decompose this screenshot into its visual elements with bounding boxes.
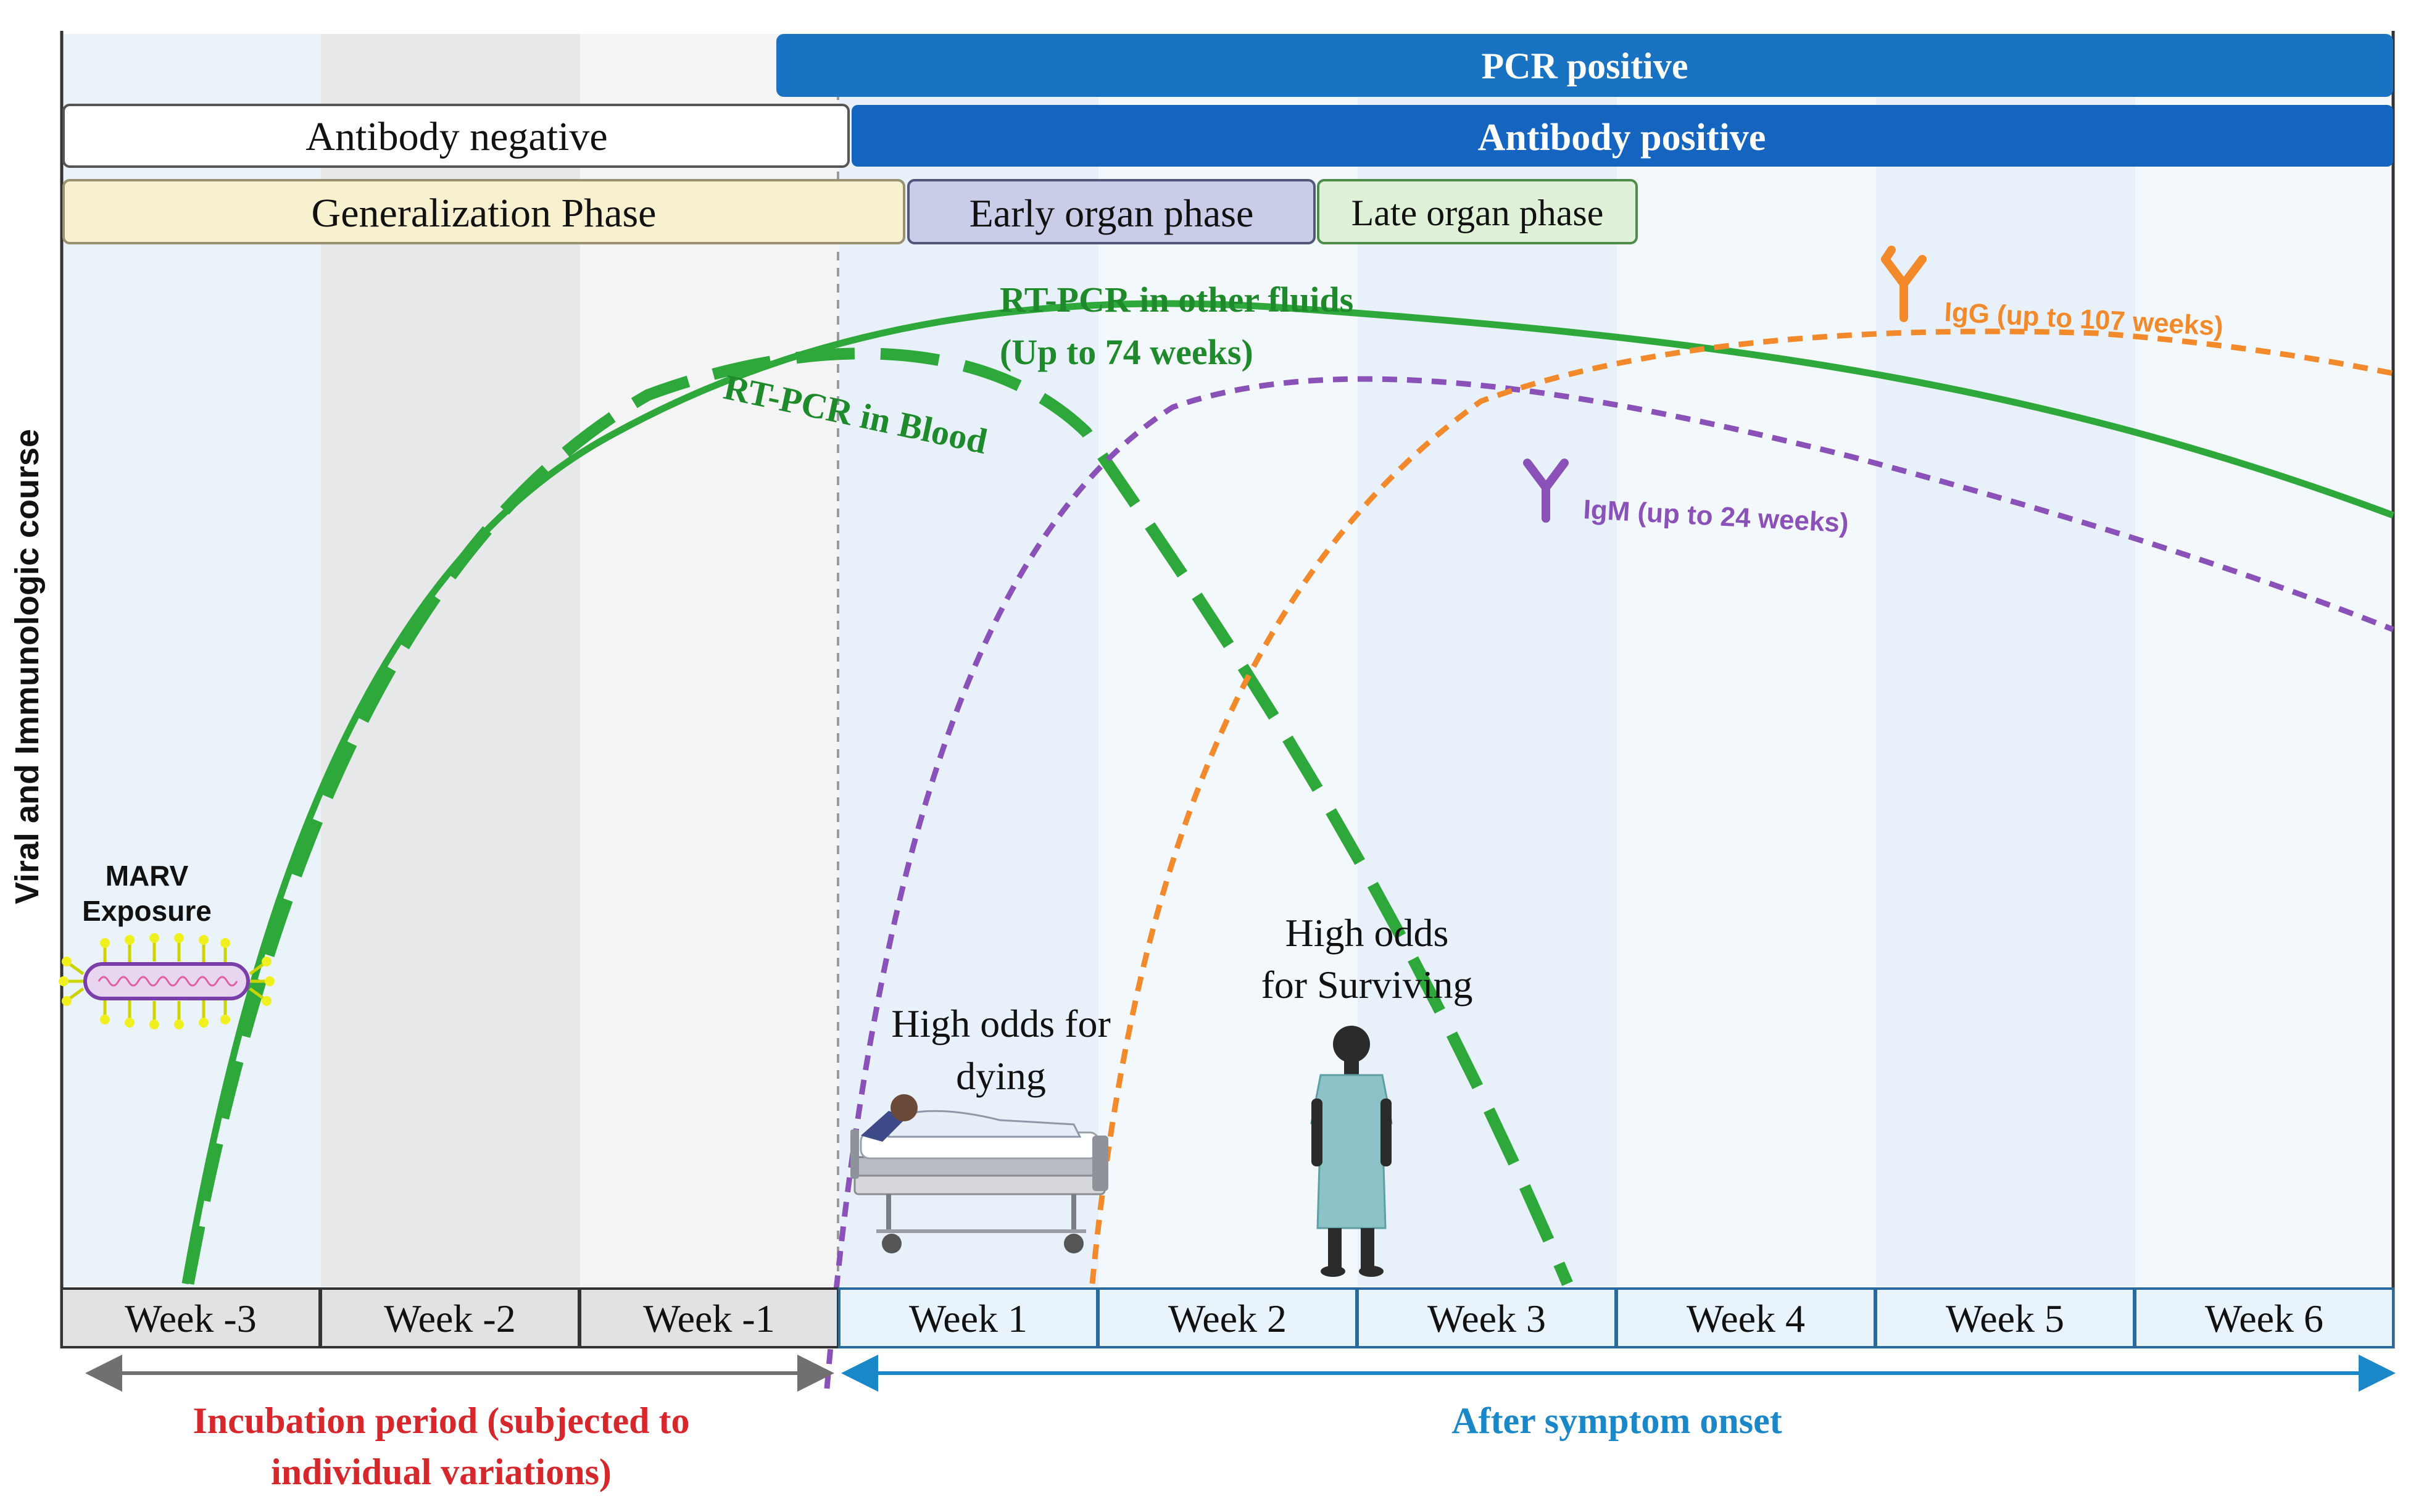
igg-antibody-icon bbox=[1881, 246, 1927, 322]
pcr-positive-bar bbox=[776, 34, 2393, 97]
standing-patient-icon bbox=[1310, 1026, 1393, 1277]
surviving-label-1: High odds bbox=[1285, 911, 1449, 955]
antibody-negative-label: Antibody negative bbox=[305, 114, 607, 159]
pcr-positive-label: PCR positive bbox=[1482, 46, 1688, 86]
rtpcr-other-fluids-curve bbox=[181, 300, 2394, 1284]
week-box-4 bbox=[838, 1287, 1098, 1348]
marv-exposure-label-1: MARV bbox=[106, 860, 189, 892]
week-box-1 bbox=[60, 1287, 321, 1348]
week-label: Week -3 bbox=[125, 1297, 256, 1340]
rtpcr-blood-curve bbox=[182, 347, 1573, 1286]
hospital-bed-patient-icon bbox=[850, 1094, 1108, 1253]
week-label: Week 5 bbox=[1946, 1297, 2064, 1340]
dying-label-1: High odds for bbox=[891, 1002, 1111, 1045]
week-box-9 bbox=[2134, 1287, 2394, 1348]
late-organ-phase-bar bbox=[1317, 179, 1638, 244]
surviving-label-2: for Surviving bbox=[1261, 963, 1472, 1007]
rtpcr-other-fluids-sublabel: (Up to 74 weeks) bbox=[1000, 332, 1253, 372]
week-label: Week 2 bbox=[1168, 1297, 1287, 1340]
week-label: Week 6 bbox=[2205, 1297, 2323, 1340]
week-box-6 bbox=[1356, 1287, 1617, 1348]
generalization-phase-label: Generalization Phase bbox=[312, 191, 657, 236]
week-label: Week 1 bbox=[909, 1297, 1027, 1340]
antibody-positive-bar bbox=[852, 105, 2393, 167]
igm-antibody-icon bbox=[1523, 459, 1569, 523]
marv-exposure-label-2: Exposure bbox=[82, 895, 212, 927]
after-onset-label: After symptom onset bbox=[1451, 1400, 1782, 1441]
y-axis-label: Viral and Immunologic course bbox=[9, 429, 46, 904]
rtpcr-other-fluids-label: RT-PCR in other fluids bbox=[1000, 280, 1353, 320]
early-organ-phase-label: Early organ phase bbox=[969, 191, 1254, 235]
igm-curve bbox=[824, 376, 2394, 1389]
marburg-virus-icon bbox=[59, 933, 275, 1029]
antibody-positive-label: Antibody positive bbox=[1478, 117, 1766, 159]
early-organ-phase-bar bbox=[907, 179, 1316, 244]
incubation-period-label-1: Incubation period (subjected to bbox=[193, 1400, 689, 1441]
generalization-phase-bar bbox=[62, 179, 905, 244]
week-label: Week -2 bbox=[384, 1297, 515, 1340]
igg-curve bbox=[1089, 328, 2394, 1284]
antibody-negative-bar bbox=[62, 104, 850, 168]
dying-label-2: dying bbox=[956, 1054, 1046, 1098]
week-box-3 bbox=[579, 1287, 839, 1348]
week-label: Week 3 bbox=[1427, 1297, 1546, 1340]
week-label: Week -1 bbox=[643, 1297, 774, 1340]
incubation-period-label-2: individual variations) bbox=[271, 1452, 612, 1492]
week-box-7 bbox=[1616, 1287, 1876, 1348]
week-axis: Week -3 Week -2 Week -1 Week 1 Week 2 We… bbox=[60, 1287, 2394, 1348]
week-label: Week 4 bbox=[1687, 1297, 1805, 1340]
week-box-8 bbox=[1875, 1287, 2135, 1348]
late-organ-phase-label: Late organ phase bbox=[1351, 193, 1604, 233]
